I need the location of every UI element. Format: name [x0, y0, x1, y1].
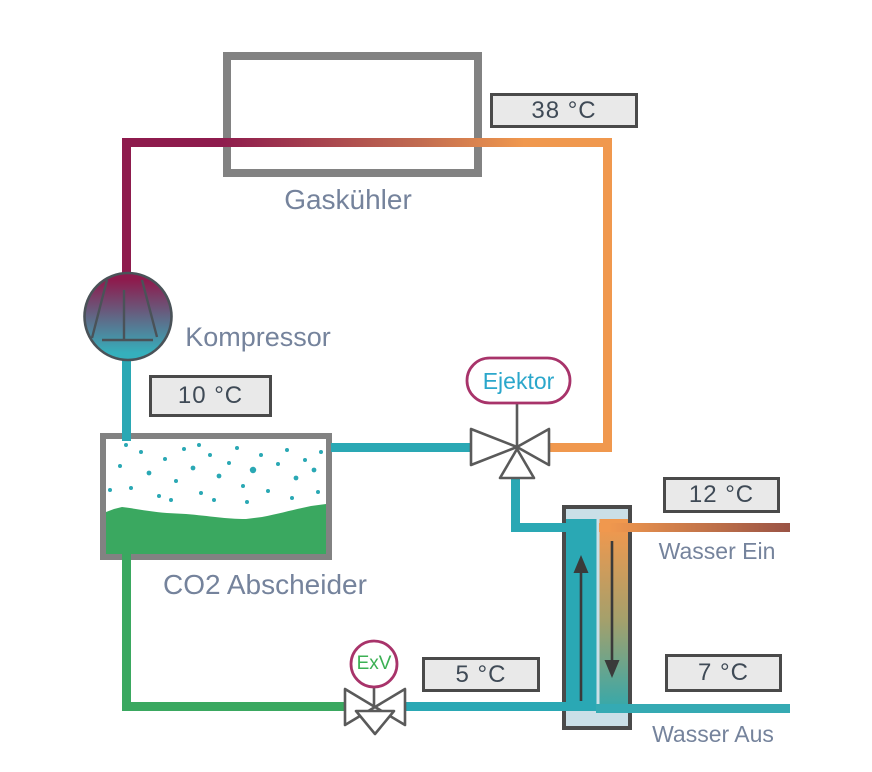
pipe-ejektor-to-hx — [511, 523, 569, 532]
temp-label-38c: 38 °C — [490, 93, 638, 128]
exv-valve-bottom — [354, 709, 396, 736]
co2-gas-bubbles — [108, 443, 323, 504]
up-arrow-icon — [573, 555, 589, 573]
pipework — [122, 138, 790, 713]
ejektor-tag-label: Ejektor — [482, 367, 555, 394]
exv-valve — [343, 686, 407, 736]
kompressor-internals — [90, 279, 159, 342]
kompressor-circle — [83, 271, 173, 362]
ejektor-tag — [465, 356, 572, 405]
co2-liquid-level — [106, 504, 326, 554]
pipe-abscheider-to-ejektor — [331, 443, 472, 452]
ejektor-valve-left — [469, 427, 519, 467]
pipe-wasser-ein — [599, 523, 790, 532]
gaskuehler-label: Gaskühler — [284, 184, 412, 215]
temp-label-10c: 10 °C — [149, 375, 272, 417]
pipe-hot-discharge — [122, 138, 131, 278]
pipe-ejektor-down — [511, 470, 520, 532]
pipe-liquid-vertical — [122, 552, 131, 711]
co2-abscheider-vessel — [100, 433, 332, 560]
exv-tag-label: ExV — [356, 653, 392, 674]
pipe-wasser-aus — [596, 704, 790, 713]
hx-water-channel — [599, 519, 628, 705]
exv-tag — [349, 639, 399, 689]
kompressor-symbol — [83, 271, 173, 362]
temp-label-7c: 7 °C — [665, 654, 782, 692]
wasser-aus-label: Wasser Aus — [652, 721, 774, 747]
pipe-suction — [122, 358, 131, 441]
pipe-gascooler-horizontal — [122, 138, 612, 147]
kompressor-label: Kompressor — [185, 322, 331, 352]
ejektor-valve — [469, 403, 551, 480]
gaskuehler-box — [223, 52, 482, 177]
down-arrow-icon — [604, 660, 620, 678]
temp-label-12c: 12 °C — [663, 477, 780, 513]
co2-abscheider-label: CO2 Abscheider — [163, 569, 367, 600]
pipe-exv-to-hx — [404, 702, 596, 711]
ejektor-valve-bottom — [498, 447, 536, 480]
wasser-ein-label: Wasser Ein — [658, 538, 776, 564]
hx-flow-arrows — [573, 541, 620, 701]
ejektor-valve-right — [515, 427, 551, 467]
pipe-gascooler-out-vertical — [603, 138, 612, 452]
waermetauscher — [562, 505, 632, 730]
pipe-gascooler-to-ejektor — [549, 443, 609, 452]
pipe-liquid-to-exv — [122, 702, 346, 711]
temp-label-5c: 5 °C — [422, 657, 540, 692]
